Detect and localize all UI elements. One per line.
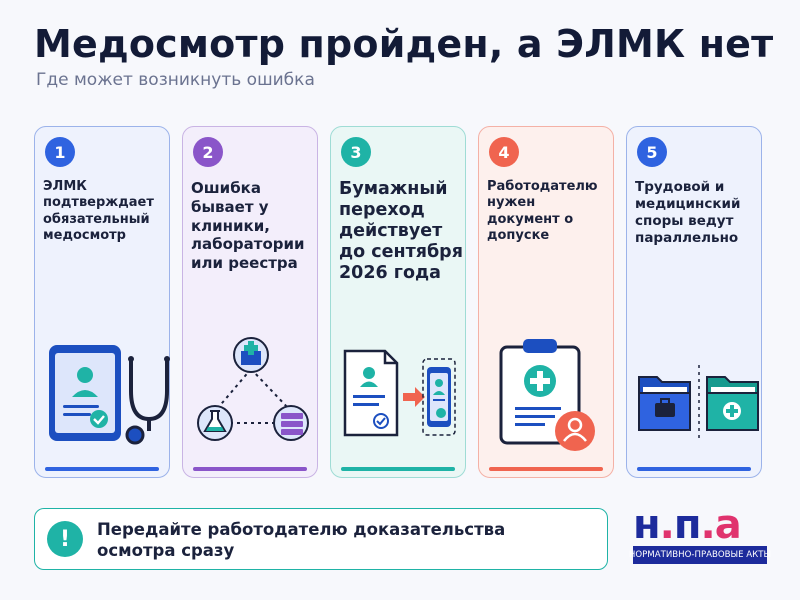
step-accent-bar xyxy=(45,467,159,471)
page-subtitle: Где может возникнуть ошибка xyxy=(36,70,315,90)
step-number-badge: 1 xyxy=(45,137,75,167)
advice-text: Передайте работодателю доказательства ос… xyxy=(97,520,506,560)
step-accent-bar xyxy=(637,467,751,471)
labor-medical-folders-icon xyxy=(638,365,759,439)
step-number-badge: 5 xyxy=(637,137,667,167)
step-text: Бумажный переход действует до сентября 2… xyxy=(339,179,463,283)
step-accent-bar xyxy=(489,467,603,471)
npa-logo: н.п.а НОРМАТИВНО-ПРАВОВЫЕ АКТЫ xyxy=(629,502,771,566)
advice-callout: ! Передайте работодателю доказательства … xyxy=(34,508,608,570)
step-text: Работодателю нужен документ о допуске xyxy=(487,179,598,243)
exclamation-icon: ! xyxy=(47,521,83,557)
step-text: Ошибка бывает у клиники, лаборатории или… xyxy=(191,179,305,272)
logo-band: НОРМАТИВНО-ПРАВОВЫЕ АКТЫ xyxy=(629,546,771,564)
paper-to-digital-document-icon xyxy=(343,349,456,437)
step-card-2: 2 Ошибка бывает у клиники, лаборатории и… xyxy=(182,126,318,478)
step-text: Трудовой и медицинский споры ведут парал… xyxy=(635,179,741,246)
step-card-3: 3 Бумажный переход действует до сентября… xyxy=(330,126,466,478)
logo-letters: н.п.а xyxy=(633,502,742,548)
step-accent-bar xyxy=(341,467,455,471)
tablet-medical-card-stethoscope-icon xyxy=(49,345,170,445)
page-title: Медосмотр пройден, а ЭЛМК нет xyxy=(34,22,774,66)
step-accent-bar xyxy=(193,467,307,471)
step-text: ЭЛМК подтверждает обязательный медосмотр xyxy=(43,179,154,243)
step-card-5: 5 Трудовой и медицинский споры ведут пар… xyxy=(626,126,762,478)
clipboard-admission-document-icon xyxy=(499,339,595,451)
step-card-1: 1 ЭЛМК подтверждает обязательный медосмо… xyxy=(34,126,170,478)
step-number-badge: 2 xyxy=(193,137,223,167)
step-number-badge: 3 xyxy=(341,137,371,167)
clinic-lab-registry-network-icon xyxy=(197,337,309,441)
step-card-4: 4 Работодателю нужен документ о допуске xyxy=(478,126,614,478)
step-number-badge: 4 xyxy=(489,137,519,167)
